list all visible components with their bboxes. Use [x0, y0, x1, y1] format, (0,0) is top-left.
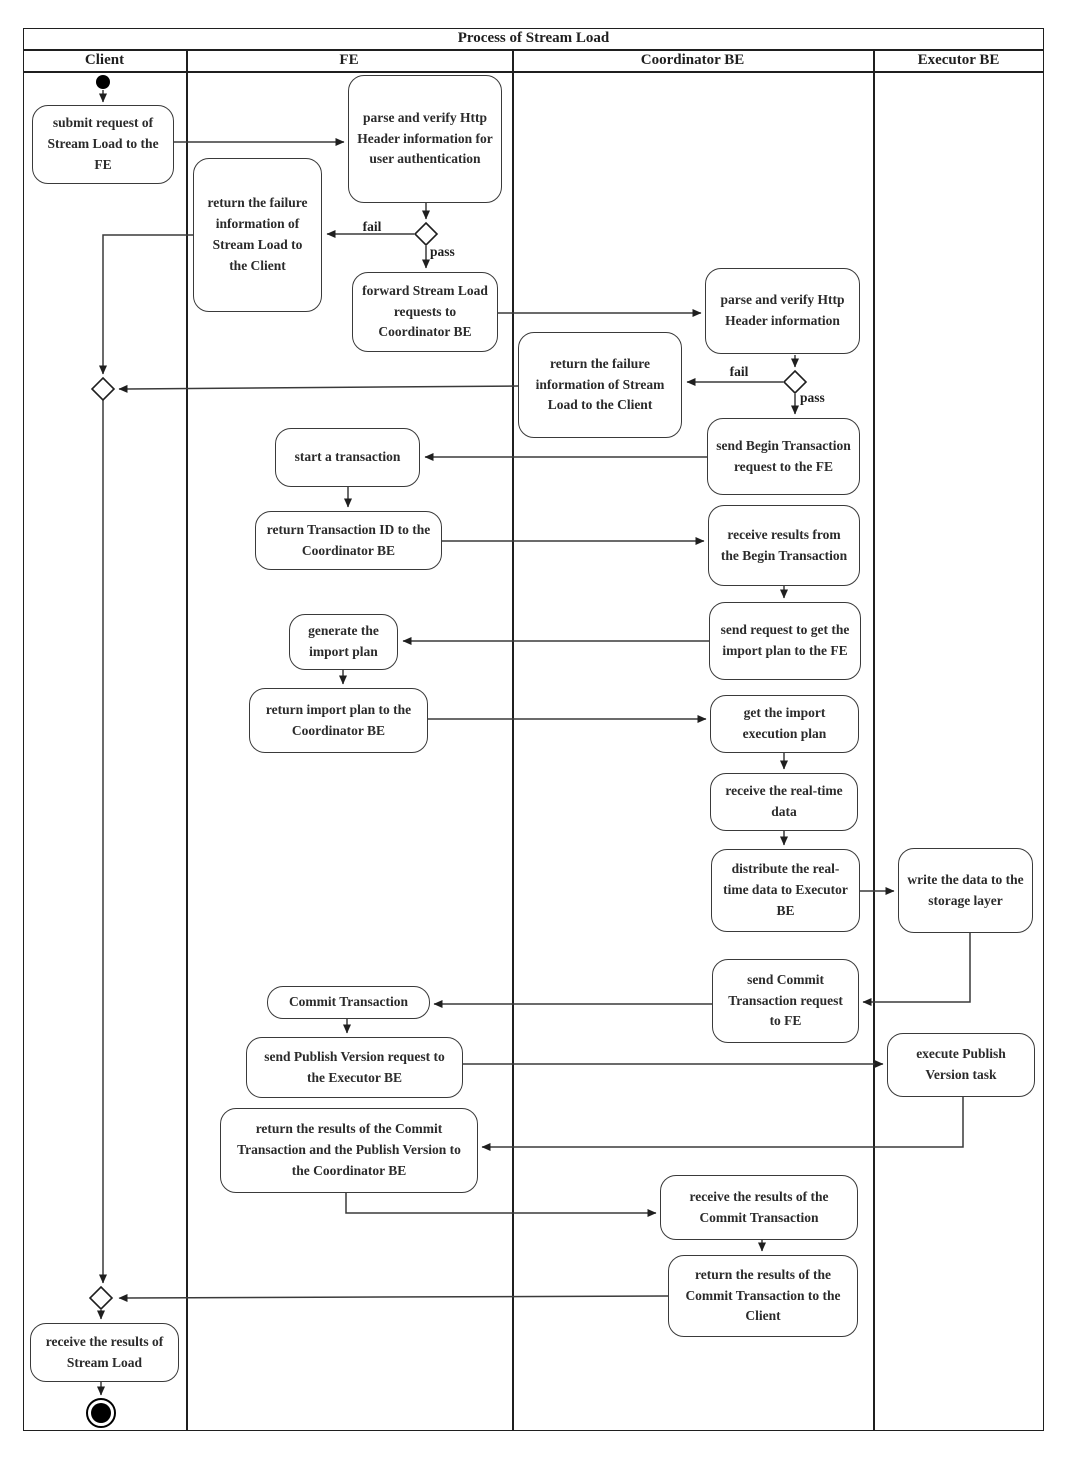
activity-return-import-plan: return import plan to the Coordinator BE [249, 688, 428, 753]
activity-send-publish-version: send Publish Version request to the Exec… [246, 1037, 463, 1098]
activity-submit-request: submit request of Stream Load to the FE [32, 105, 174, 184]
header-separator [23, 71, 1044, 73]
diagram-frame [23, 28, 1044, 1431]
activity-receive-stream-results: receive the results of Stream Load [30, 1323, 179, 1382]
lane-header-coordinator: Coordinator BE [640, 51, 745, 68]
lane-header-fe: FE [339, 51, 359, 68]
activity-receive-begin-results: receive results from the Begin Transacti… [708, 505, 860, 586]
end-node [86, 1398, 116, 1428]
lane-divider-fe-coordinator [512, 49, 514, 1431]
activity-send-commit-request: send Commit Transaction request to FE [712, 959, 859, 1043]
lane-header-client: Client [84, 51, 125, 68]
lane-divider-client-fe [186, 49, 188, 1431]
edge-label-fe-fail: fail [362, 219, 382, 234]
activity-receive-realtime-data: receive the real-time data [710, 773, 858, 831]
edge-label-fe-pass: pass [430, 244, 455, 259]
activity-parse-verify-auth: parse and verify Http Header information… [348, 75, 502, 203]
activity-send-begin-txn: send Begin Transaction request to the FE [707, 418, 860, 495]
title-separator [23, 49, 1044, 51]
activity-return-txn-id: return Transaction ID to the Coordinator… [255, 511, 442, 570]
activity-return-failure-fe: return the failure information of Stream… [193, 158, 322, 312]
end-node-core [91, 1403, 111, 1423]
activity-send-import-request: send request to get the import plan to t… [709, 602, 861, 680]
activity-parse-verify-http: parse and verify Http Header information [705, 268, 860, 354]
activity-forward-requests: forward Stream Load requests to Coordina… [352, 272, 498, 352]
lane-header-executor: Executor BE [917, 51, 1000, 68]
activity-commit-transaction: Commit Transaction [267, 986, 430, 1019]
activity-start-transaction: start a transaction [275, 428, 420, 487]
activity-distribute-data: distribute the real-time data to Executo… [711, 849, 860, 932]
activity-return-commit-publish-results: return the results of the Commit Transac… [220, 1108, 478, 1193]
activity-return-failure-coord: return the failure information of Stream… [518, 332, 682, 438]
activity-generate-plan: generate the import plan [289, 614, 398, 670]
activity-receive-commit-results: receive the results of the Commit Transa… [660, 1175, 858, 1240]
activity-return-commit-to-client: return the results of the Commit Transac… [668, 1255, 858, 1337]
activity-write-storage: write the data to the storage layer [898, 848, 1033, 933]
edge-label-coord-pass: pass [800, 390, 825, 405]
activity-get-import-plan: get the import execution plan [710, 695, 859, 753]
edge-label-coord-fail: fail [729, 364, 749, 379]
start-node [96, 75, 110, 89]
activity-execute-publish: execute Publish Version task [887, 1033, 1035, 1097]
diagram-title: Process of Stream Load [457, 30, 610, 46]
lane-divider-coordinator-executor [873, 49, 875, 1431]
